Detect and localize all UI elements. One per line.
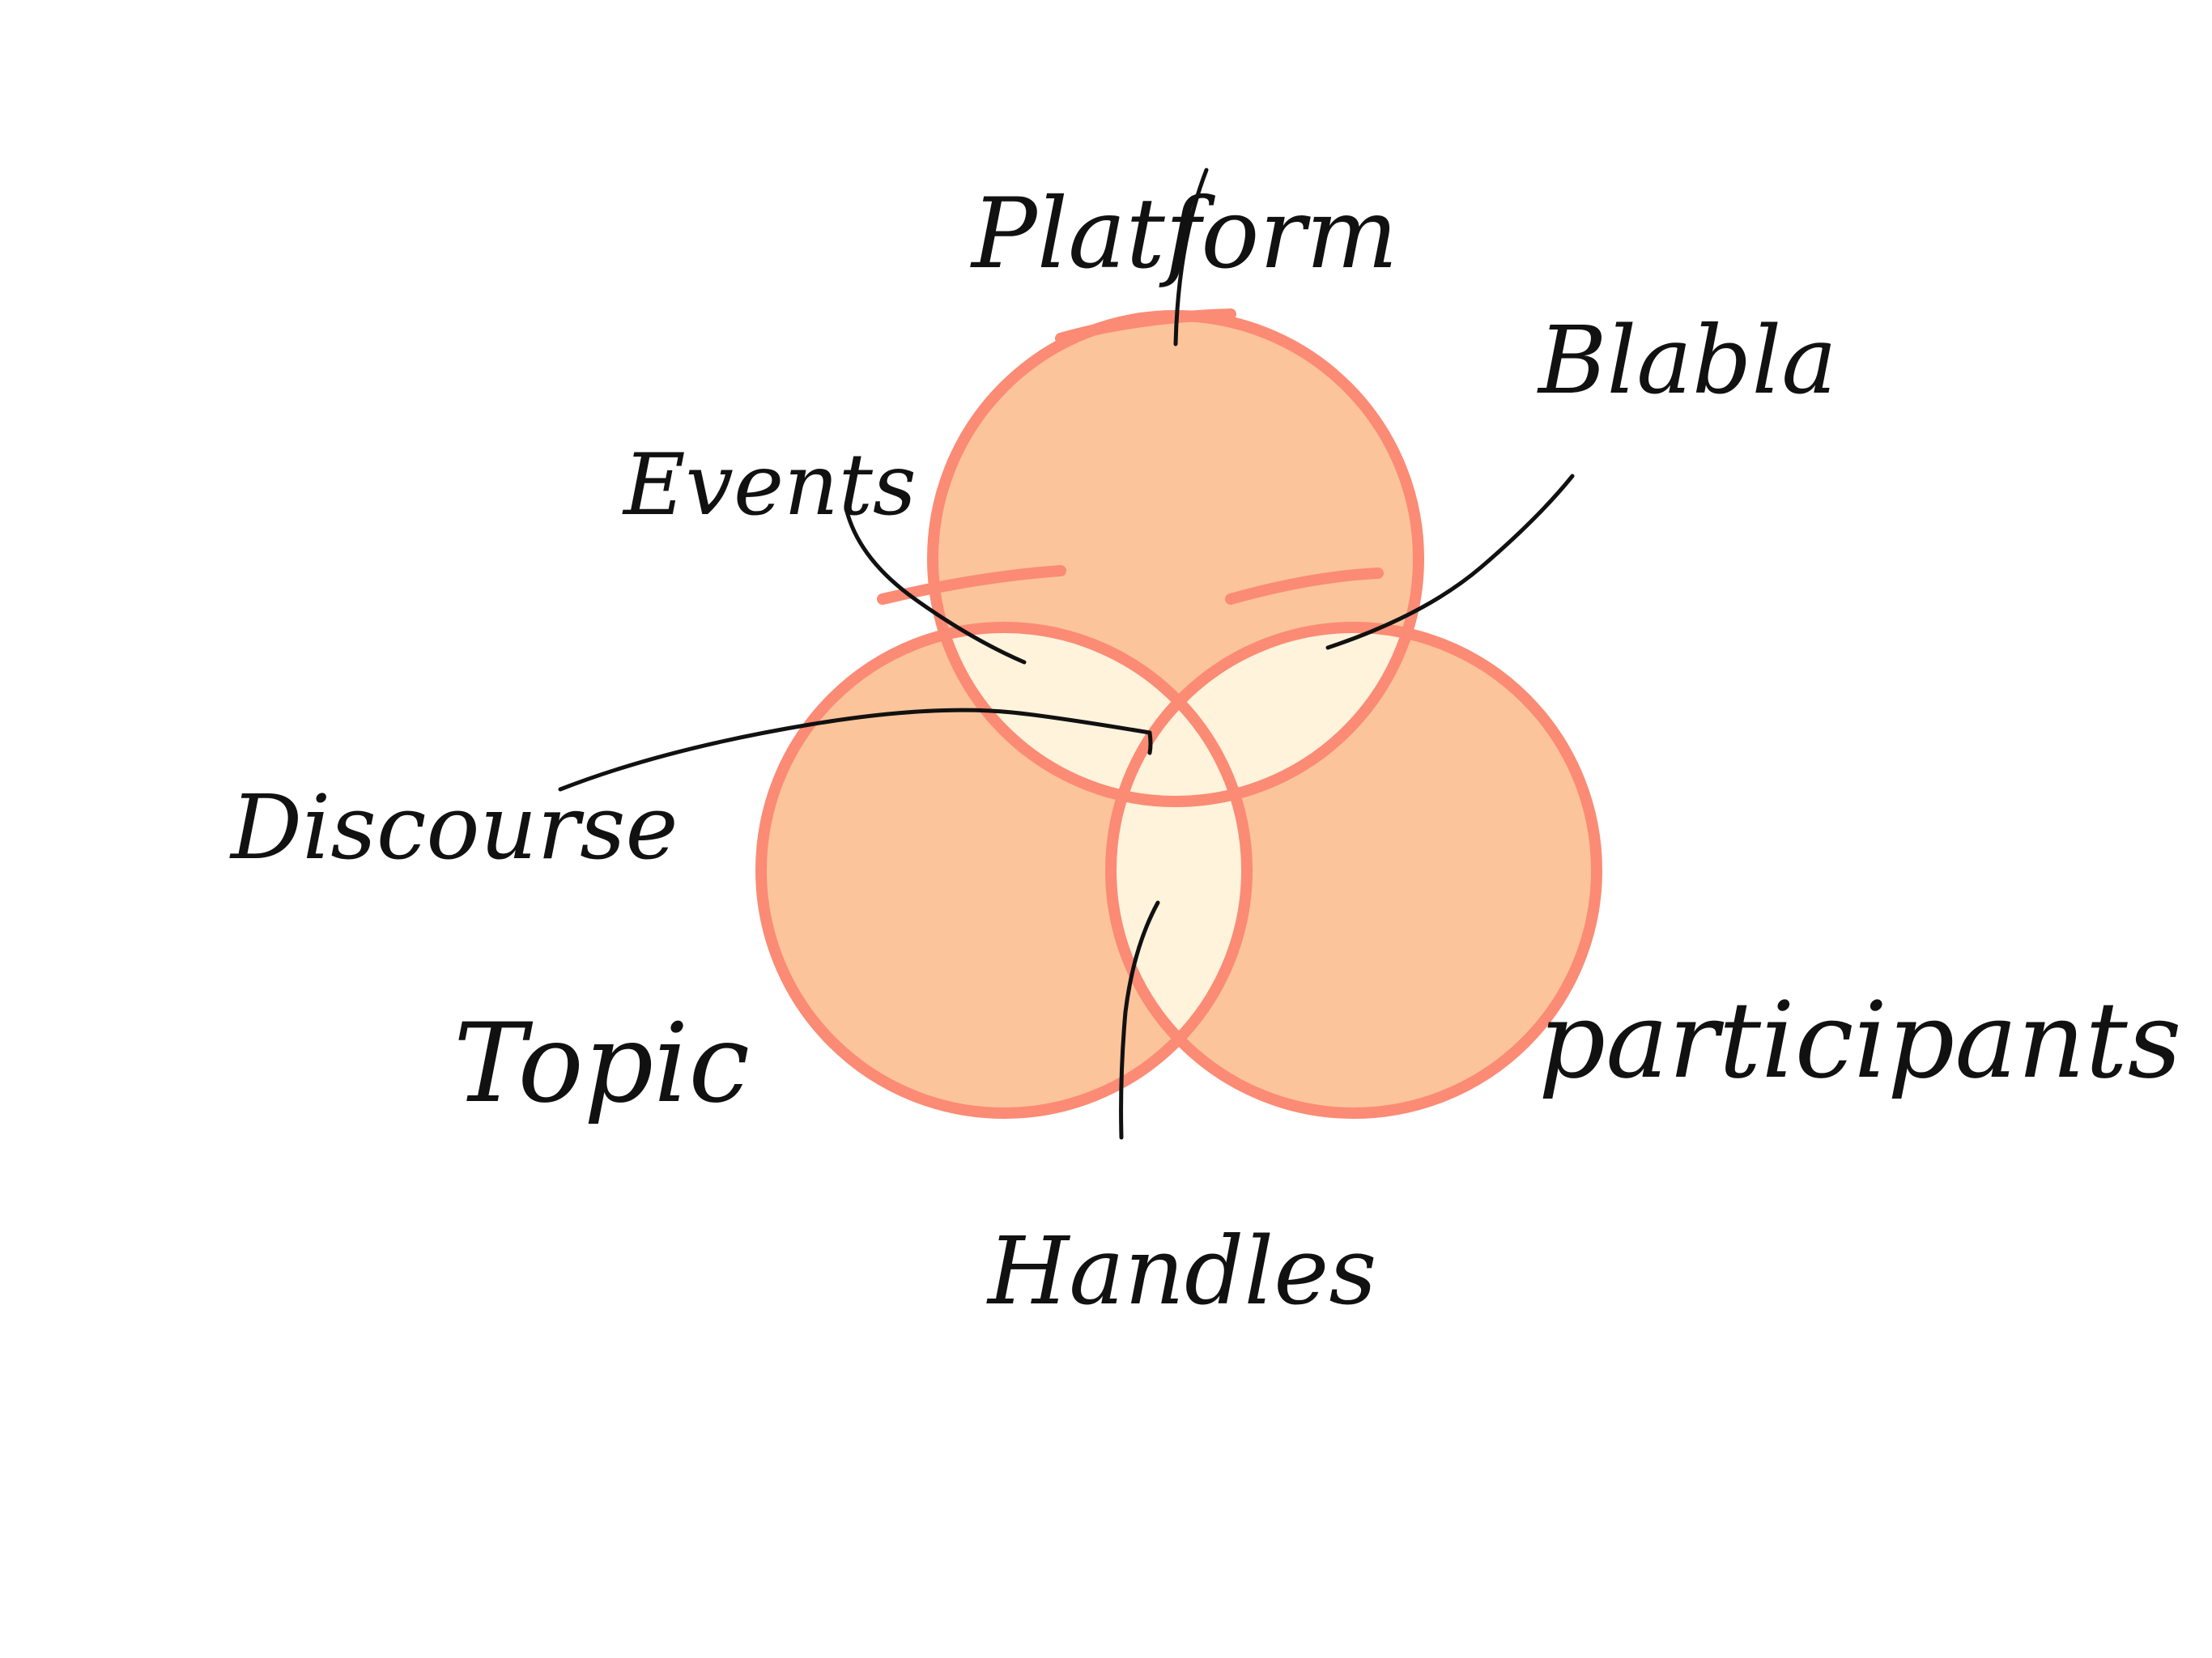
blabla-label: Blabla [1537, 307, 1837, 415]
overlap-platform-topic [933, 627, 1247, 801]
events-label: Events [622, 436, 917, 534]
discourse-label: Discourse [229, 776, 678, 879]
handles-label: Handles [986, 1218, 1376, 1326]
handles-leader [1119, 900, 1160, 1140]
platform-label: Platform [970, 178, 1398, 291]
platform-leader [1173, 168, 1209, 346]
topic-circle [755, 622, 1253, 1119]
discourse-leader [558, 708, 1153, 792]
topic-label: Topic [453, 1000, 750, 1127]
stroke-tail-right [1225, 568, 1384, 605]
labels: Platform Blabla Events Discourse Topic p… [229, 178, 2181, 1326]
participants-label: participants [1538, 979, 2181, 1102]
participants-circle [1105, 622, 1602, 1119]
blabla-leader [1325, 474, 1575, 650]
leader-lines [558, 168, 1575, 1140]
circle-outlines [755, 308, 1602, 1119]
events-leader [844, 506, 1027, 665]
stroke-tail-top [1055, 308, 1236, 344]
overlap-platform-participants [1111, 627, 1419, 801]
